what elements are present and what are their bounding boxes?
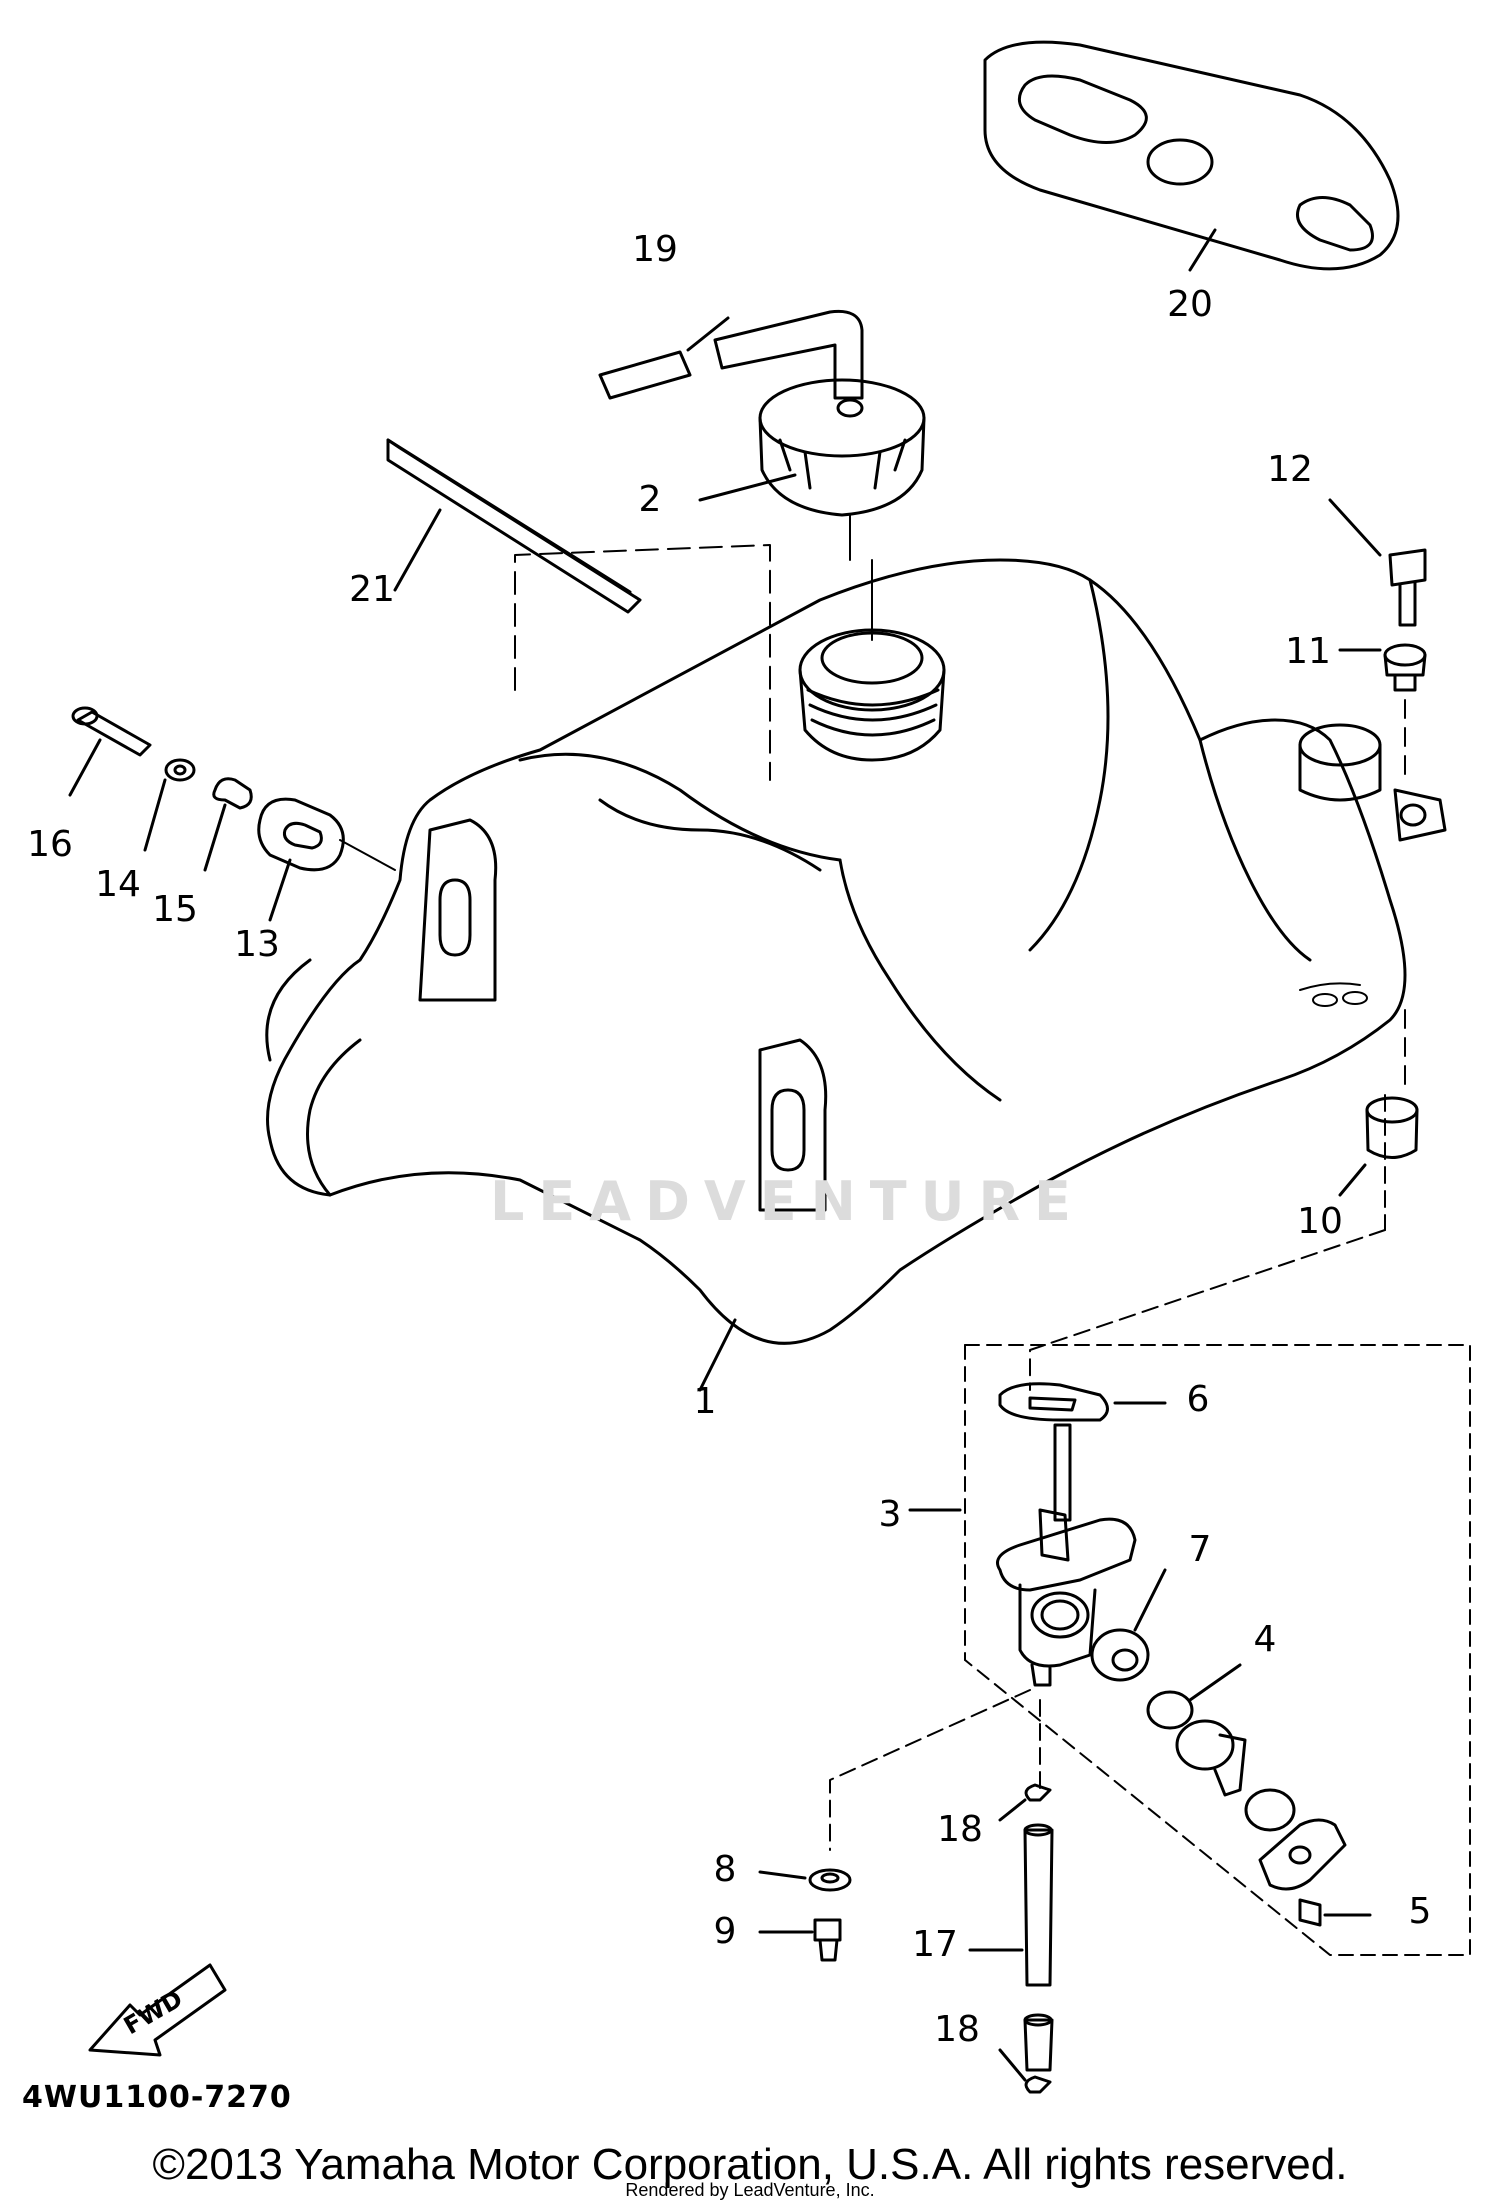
part-2-cap: [698, 378, 926, 561]
callout-11: 11: [1285, 631, 1331, 672]
callout-7: 7: [1188, 1529, 1212, 1570]
part-1-tank: [265, 558, 1447, 1392]
callout-21: 21: [349, 569, 395, 610]
callout-2: 2: [638, 479, 662, 520]
part-20-bracket: [983, 40, 1400, 272]
callout-13: 13: [234, 924, 280, 965]
rendered-by-notice: Rendered by LeadVenture, Inc.: [625, 2180, 875, 2200]
callout-15: 15: [152, 889, 198, 930]
callout-19: 19: [632, 229, 678, 270]
diagram-code: 4WU1100-7270: [22, 2080, 292, 2115]
callout-20: 20: [1167, 284, 1213, 325]
part-19-hose: [598, 309, 864, 400]
part-21-strip: [386, 438, 771, 781]
callout-18b: 18: [934, 2009, 980, 2050]
callout-9: 9: [713, 1911, 737, 1952]
callout-17: 17: [912, 1924, 958, 1965]
fwd-arrow-icon: FWD: [88, 1963, 227, 2057]
callout-14: 14: [95, 864, 141, 905]
callout-6: 6: [1186, 1379, 1210, 1420]
callout-1: 1: [693, 1381, 717, 1422]
copyright-notice: ©2013 Yamaha Motor Corporation, U.S.A. A…: [152, 2140, 1348, 2189]
callout-10: 10: [1297, 1201, 1343, 1242]
part-3-fuel-cock-assembly: [758, 1094, 1471, 2094]
callout-12: 12: [1267, 449, 1313, 490]
watermark-text: LEADVENTURE: [490, 1170, 1085, 1233]
callout-8: 8: [713, 1849, 737, 1890]
callout-4: 4: [1253, 1619, 1277, 1660]
callout-5: 5: [1408, 1891, 1432, 1932]
callout-18a: 18: [937, 1809, 983, 1850]
parts-16-13-left-hardware: [68, 706, 396, 922]
fwd-label: FWD: [119, 1985, 187, 2041]
callout-3: 3: [878, 1494, 902, 1535]
callout-16: 16: [27, 824, 73, 865]
parts-12-10-right-hardware: [1328, 498, 1427, 1197]
